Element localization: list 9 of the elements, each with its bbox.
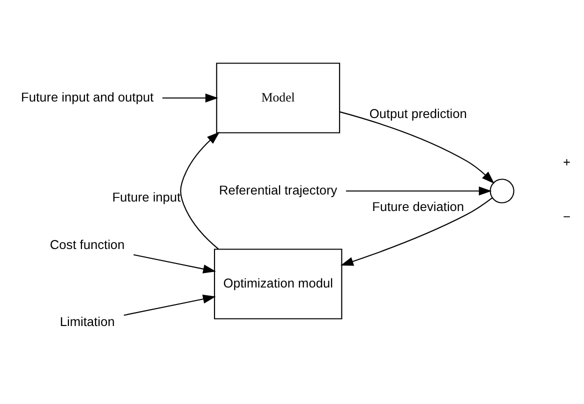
edge-label: Output prediction xyxy=(369,105,467,120)
node-label: − xyxy=(562,208,570,224)
node-text: Cost function xyxy=(50,236,125,252)
node-text: Referential trajectory xyxy=(218,182,338,197)
edge-label: Future deviation xyxy=(372,198,464,214)
edge-label: Future input xyxy=(112,188,181,204)
node-label: + xyxy=(562,154,570,170)
node-text: Future input and output xyxy=(21,88,154,104)
node-text: Limitation xyxy=(60,313,115,328)
